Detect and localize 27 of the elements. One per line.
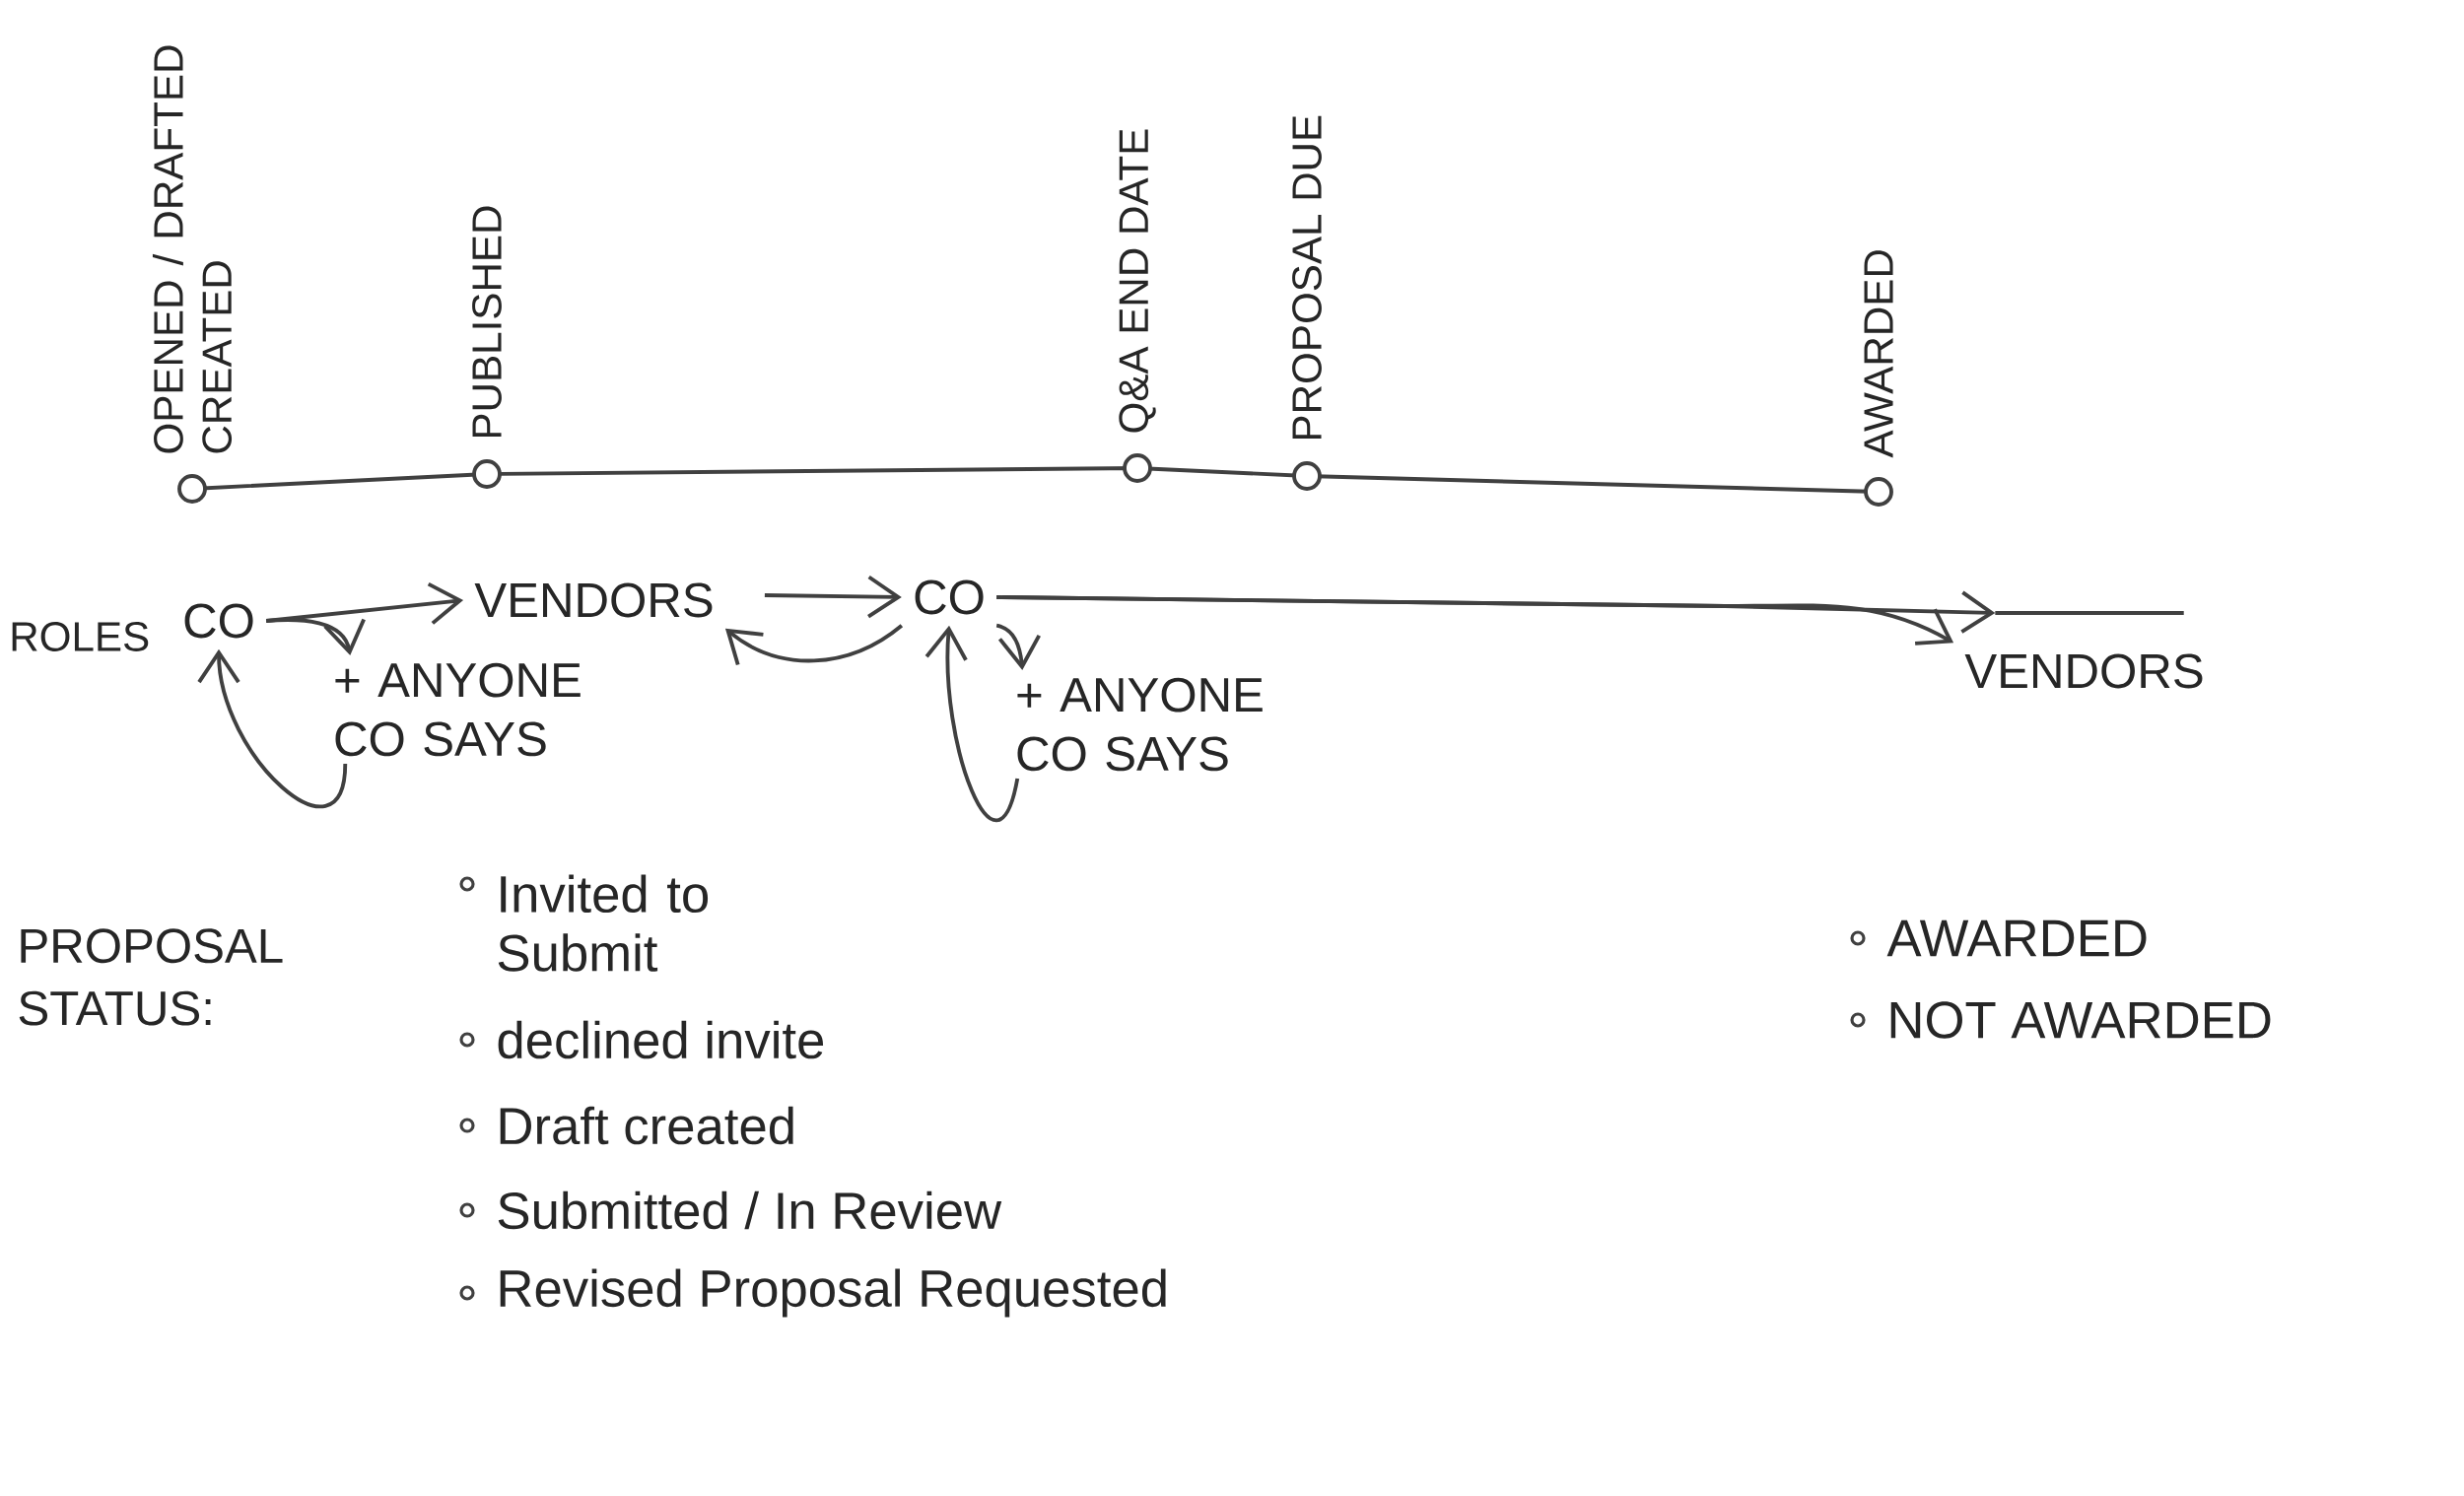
milestone-label: PUBLISHED <box>472 206 502 438</box>
bullet-item: Invited to Submit <box>459 874 709 972</box>
milestone-label: Q&A END DATE <box>1119 129 1156 433</box>
role-note: + ANYONE CO SAYS <box>1017 677 1263 772</box>
arrow <box>266 618 366 655</box>
arrow <box>924 625 1020 822</box>
role-label: VENDORS <box>474 582 713 618</box>
role-label: CO <box>184 603 253 639</box>
milestone-label: PROPOSAL DUE <box>1292 115 1322 440</box>
milestone-label: AWARDED <box>1864 250 1893 458</box>
arrow <box>996 595 1954 646</box>
milestone-label: OPENED / DRAFTED CREATED <box>152 45 233 453</box>
bullet-item: AWARDED <box>1850 919 2147 957</box>
bullet-item: Submitted / In Review <box>459 1190 1002 1230</box>
role-label: CO <box>915 579 984 615</box>
row-heading: PROPOSAL STATUS: <box>19 928 283 1026</box>
arrow <box>197 648 348 808</box>
role-label: VENDORS <box>1964 653 2203 689</box>
arrow <box>724 624 903 666</box>
bullet-item: declined invite <box>459 1020 824 1059</box>
blank-line <box>1995 611 2184 615</box>
row-heading: ROLES <box>12 622 149 651</box>
bullet-item: NOT AWARDED <box>1850 1001 2271 1039</box>
role-note: + ANYONE CO SAYS <box>335 662 581 757</box>
bullet-item: Revised Proposal Requested <box>459 1268 1166 1318</box>
arrow <box>764 575 902 619</box>
bullet-item: Draft created <box>459 1106 793 1145</box>
